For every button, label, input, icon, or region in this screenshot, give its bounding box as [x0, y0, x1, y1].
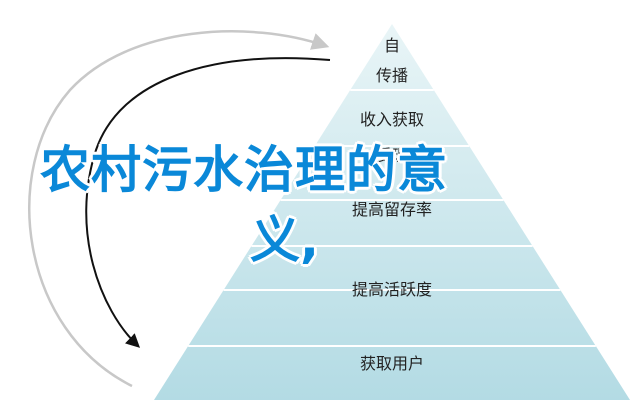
cycle-arrow-light — [28, 30, 330, 388]
pyramid-tier-label: 获取用户 — [359, 354, 424, 373]
pyramid-tier-label: 提高活跃度 — [351, 280, 432, 299]
pyramid-shape — [154, 24, 630, 400]
overlay-title: 农村污水治理的意 义, — [0, 138, 640, 308]
pyramid-tier-label: 收入获取 — [359, 110, 424, 129]
pyramid-tiers — [154, 24, 630, 400]
overlay-title-line2: 义, — [250, 211, 319, 269]
pyramid-tier-label: 受理 — [375, 146, 408, 165]
cycle-arrow-dark — [85, 57, 331, 348]
overlay-title-line1: 农村污水治理的意 — [40, 141, 448, 199]
pyramid-tier-label: 提高留存率 — [351, 200, 432, 219]
pyramid-tier-label: 自 — [383, 36, 400, 55]
pyramid-tier-label: 传播 — [375, 66, 408, 85]
